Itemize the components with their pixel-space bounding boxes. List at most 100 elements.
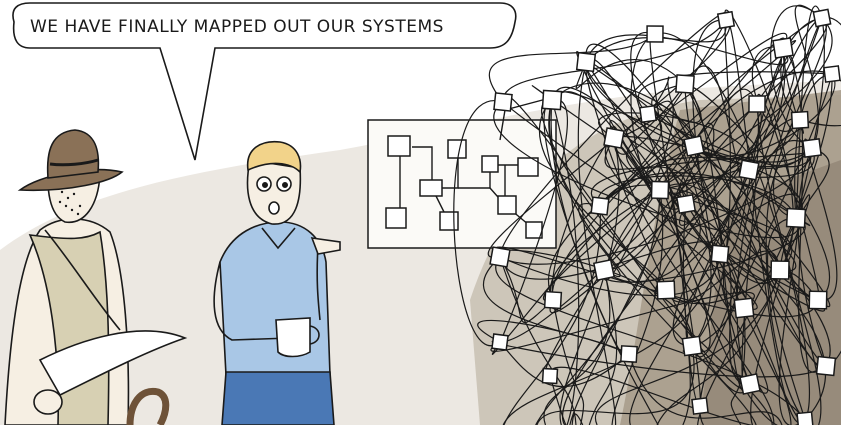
network-node — [823, 65, 841, 83]
network-link — [613, 137, 793, 271]
network-link — [654, 32, 810, 421]
network-link — [756, 103, 822, 425]
network-node — [491, 333, 509, 351]
network-node — [808, 290, 828, 310]
network-link — [693, 17, 823, 160]
network-node — [738, 159, 760, 181]
network-node — [691, 397, 709, 415]
network-link — [499, 341, 630, 388]
network-node — [733, 297, 755, 319]
network-link — [611, 189, 664, 425]
network-link — [549, 366, 806, 425]
network-link — [603, 70, 833, 271]
network-link — [488, 19, 731, 258]
network-node — [739, 373, 761, 395]
network-link — [536, 345, 695, 425]
network-node — [796, 411, 814, 425]
network-link — [587, 113, 663, 216]
network-node — [575, 51, 597, 73]
network-node — [620, 345, 638, 363]
network-link — [794, 4, 823, 149]
network-link — [488, 33, 656, 103]
network-link — [770, 5, 823, 149]
network-link — [625, 83, 686, 191]
network-link — [588, 269, 618, 425]
network-link — [585, 61, 751, 394]
network-node — [603, 127, 625, 149]
office-worker-character — [213, 140, 341, 425]
network-link — [804, 138, 838, 301]
network-link — [628, 353, 783, 425]
network-link — [477, 319, 630, 355]
network-link — [795, 5, 823, 219]
network-link — [730, 307, 746, 425]
network-node — [592, 258, 616, 282]
network-link — [602, 217, 806, 283]
network-link — [548, 99, 757, 425]
network-link — [613, 137, 711, 353]
network-link — [682, 141, 811, 226]
system-diagram — [367, 97, 557, 249]
network-link — [604, 137, 758, 310]
network-link — [656, 269, 781, 425]
network-node — [790, 110, 810, 130]
network-node — [683, 135, 705, 157]
network-link — [603, 203, 701, 283]
network-link — [765, 145, 813, 421]
network-link — [594, 269, 781, 425]
adventurer-character — [4, 129, 188, 425]
network-node — [675, 193, 697, 215]
network-link — [502, 94, 751, 391]
speech-bubble-text: WE HAVE FINALLY MAPPED OUT OUR SYSTEMS — [30, 17, 444, 37]
network-link — [551, 99, 580, 425]
network-node — [656, 280, 676, 300]
network-link — [549, 17, 833, 301]
network-link — [797, 147, 827, 367]
network-link — [613, 137, 775, 425]
network-link — [672, 119, 801, 347]
network-node — [716, 10, 736, 30]
network-link — [493, 101, 800, 239]
network-link — [542, 17, 828, 302]
network-node — [675, 74, 695, 94]
network-node — [815, 355, 837, 377]
network-link — [499, 256, 554, 324]
network-link — [585, 34, 789, 66]
network-node — [493, 92, 513, 112]
network-link — [502, 253, 721, 425]
network-node — [802, 138, 822, 158]
network-node — [650, 180, 670, 200]
network-node — [646, 25, 664, 43]
network-node — [638, 104, 658, 124]
network-node — [748, 95, 766, 113]
network-link — [577, 61, 617, 425]
network-link — [736, 139, 813, 385]
network-link — [495, 256, 806, 421]
network-link — [502, 101, 826, 312]
network-link — [503, 205, 601, 425]
network-link — [684, 83, 751, 393]
network-link — [684, 83, 792, 425]
network-link — [691, 19, 731, 347]
network-link — [551, 91, 813, 163]
network-link — [585, 61, 831, 367]
network-link — [559, 137, 620, 425]
network-node — [710, 244, 730, 264]
network-link — [585, 61, 813, 168]
network-link — [799, 73, 841, 127]
network-node — [785, 207, 807, 229]
network-node — [590, 196, 610, 216]
network-link — [453, 99, 504, 347]
network-node — [489, 246, 511, 268]
network-link — [585, 58, 781, 282]
network-link — [629, 47, 786, 425]
network-node — [541, 89, 563, 111]
speech-bubble — [12, 2, 517, 161]
network-link — [543, 269, 611, 425]
network-link — [750, 17, 825, 425]
network-link — [766, 217, 806, 421]
network-link — [684, 83, 831, 301]
network-node — [770, 260, 790, 280]
network-link — [637, 71, 833, 115]
